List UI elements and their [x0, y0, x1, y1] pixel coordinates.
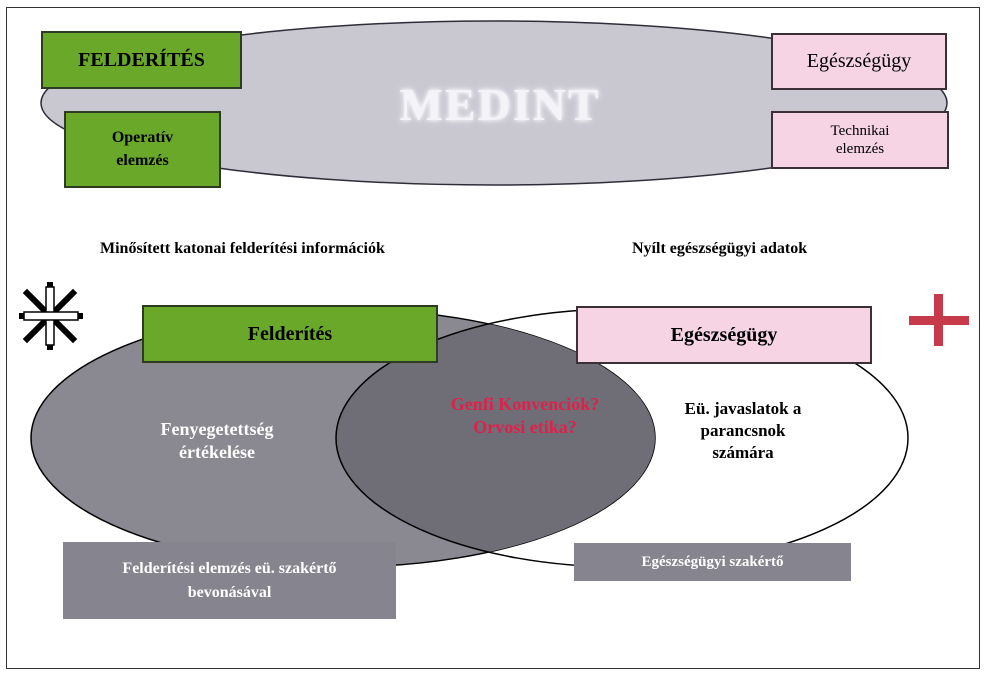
technikai-label: Technikai elemzés: [830, 123, 890, 157]
egeszsegugy-venn-label: Egészségügy: [670, 323, 778, 346]
egeszsegugy-venn-box: Egészségügy: [576, 306, 872, 364]
egeszsegugyi-szakerto-box: Egészségügyi szakértő: [574, 543, 851, 581]
medint-ellipse: [40, 20, 948, 186]
felderitesi-szakerto-label: Felderítési elemzés eü. szakértő bevonás…: [122, 559, 337, 601]
red-cross-icon: [909, 294, 969, 346]
felderites-top-label: FELDERÍTÉS: [78, 48, 205, 71]
felderites-venn-label: Felderítés: [247, 322, 333, 345]
operativ-box: Operatív elemzés: [64, 111, 221, 188]
technikai-box: Technikai elemzés: [771, 111, 949, 169]
info-right: Nyílt egészségügyi adatok: [632, 240, 808, 257]
venn-overlap: [336, 309, 655, 567]
info-left: Minősített katonai felderítési informáci…: [100, 240, 385, 257]
fenyegetettseg-text: Fenyegetettség értékelése: [160, 419, 274, 463]
egeszsegugyi-szakerto-label: Egészségügyi szakértő: [641, 553, 784, 570]
felderites-venn-box: Felderítés: [142, 305, 438, 363]
medint-title: MEDINT: [399, 79, 601, 130]
egeszsegugy-top-box: Egészségügy: [771, 33, 947, 90]
operativ-label: Operatív elemzés: [111, 129, 174, 169]
felderitesi-szakerto-box: Felderítési elemzés eü. szakértő bevonás…: [63, 542, 396, 619]
overlap-text: Genfi Konvenciók? Orvosi etika?: [450, 394, 600, 438]
egeszsegugy-top-label: Egészségügy: [806, 50, 912, 72]
javaslatok-text: Eü. javaslatok a parancsnok számára: [684, 399, 802, 463]
felderites-top-box: FELDERÍTÉS: [41, 31, 242, 89]
